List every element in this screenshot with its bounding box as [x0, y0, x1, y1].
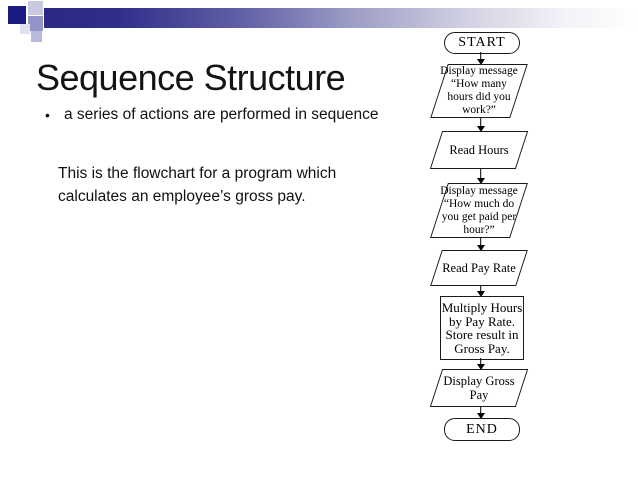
- body-text: This is the flowchart for a program whic…: [58, 165, 337, 205]
- arrow-shaft: [479, 358, 482, 365]
- deco-square-mid: [28, 16, 43, 31]
- arrow-head-icon: [476, 364, 485, 370]
- flow-node-start: START: [444, 32, 520, 54]
- arrow-head-icon: [476, 126, 485, 132]
- arrow-shaft: [479, 118, 482, 127]
- arrow-shaft: [479, 52, 482, 60]
- arrow-head-icon: [476, 59, 485, 65]
- flow-node-display-hours-prompt: Display message “How many hours did you …: [430, 64, 528, 118]
- deco-square-small: [31, 31, 42, 42]
- flow-node-read-pay-rate: Read Pay Rate: [430, 250, 528, 286]
- flow-node-read-hours: Read Hours: [429, 131, 529, 169]
- arrow-shaft: [479, 169, 482, 179]
- flow-node-display-rate-prompt: Display message “How much do you get pai…: [430, 183, 528, 238]
- flow-arrow: [476, 407, 485, 419]
- flow-node-end: END: [444, 418, 520, 441]
- arrow-head-icon: [476, 291, 485, 297]
- flow-node-label: Read Hours: [449, 142, 509, 157]
- flow-arrow: [476, 286, 485, 297]
- flow-arrow: [476, 169, 485, 184]
- arrow-head-icon: [476, 245, 485, 251]
- flow-node-label: Read Pay Rate: [442, 260, 516, 275]
- flow-node-label: Display Gross Pay: [443, 374, 515, 402]
- flow-arrow: [476, 238, 485, 251]
- flow-arrow: [476, 118, 485, 132]
- flow-node-label: Display message “How much do you get pai…: [440, 184, 518, 236]
- bullet-marker: •: [45, 107, 50, 123]
- flow-arrow: [476, 52, 485, 65]
- deco-square-dark: [8, 6, 26, 24]
- flow-node-label: END: [466, 421, 498, 437]
- flow-node-label: Multiply Hours by Pay Rate. Store result…: [441, 300, 523, 356]
- arrow-shaft: [479, 238, 482, 246]
- top-gradient-bar: [44, 8, 638, 28]
- flow-node-multiply: Multiply Hours by Pay Rate. Store result…: [440, 296, 524, 360]
- slide-title: Sequence Structure: [36, 57, 346, 98]
- deco-square-light: [28, 1, 43, 15]
- flow-node-display-gross-pay: Display Gross Pay: [429, 369, 529, 407]
- flow-arrow: [476, 358, 485, 370]
- arrow-shaft: [479, 407, 482, 414]
- arrow-shaft: [479, 286, 482, 292]
- bullet-item: • a series of actions are performed in s…: [45, 105, 378, 125]
- bullet-text: a series of actions are performed in seq…: [64, 106, 379, 123]
- flow-node-label: Display message “How many hours did you …: [440, 65, 518, 116]
- arrow-head-icon: [476, 413, 485, 419]
- deco-square-pale: [20, 24, 30, 34]
- flow-node-label: START: [458, 35, 506, 50]
- arrow-head-icon: [476, 178, 485, 184]
